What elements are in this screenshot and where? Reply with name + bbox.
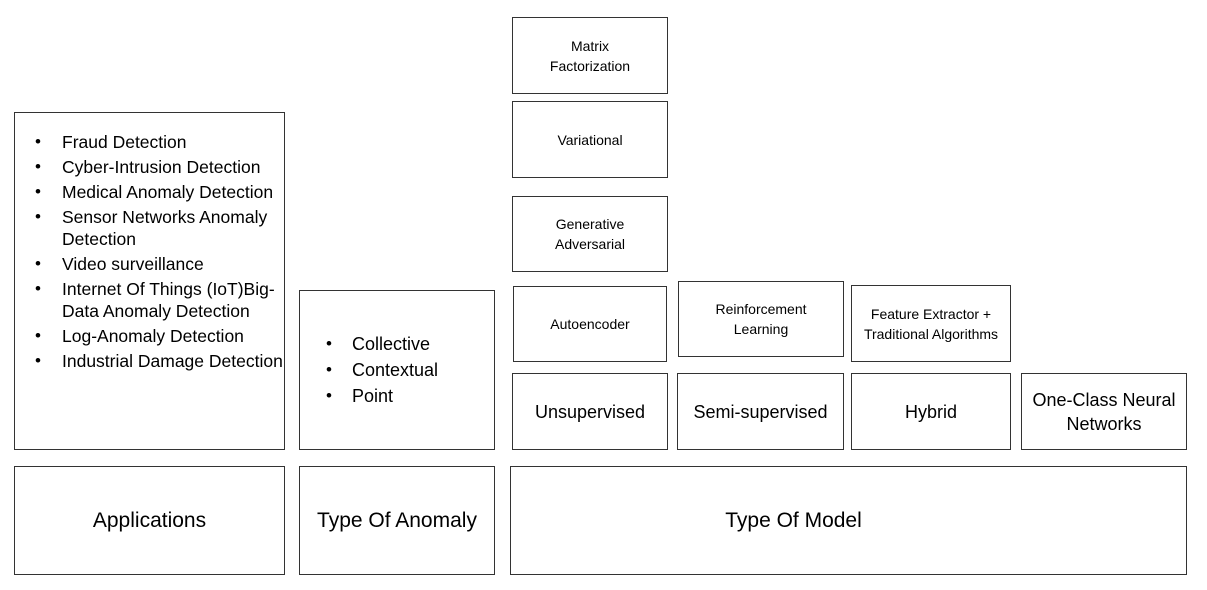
unsupervised-label: Unsupervised: [534, 401, 646, 422]
anomaly-category-box: Type Of Anomaly: [299, 466, 495, 575]
application-item: Medical Anomaly Detection: [27, 181, 289, 203]
semi-supervised-label: Semi-supervised: [693, 401, 828, 422]
application-item: Sensor Networks Anomaly Detection: [27, 206, 289, 250]
feature-extractor-label: Feature Extractor + Traditional Algorith…: [863, 305, 999, 342]
unsupervised-box: Unsupervised: [512, 373, 668, 450]
variational-box: Variational: [512, 101, 668, 178]
generative-adversarial-label: Generative Adversarial: [554, 216, 626, 252]
application-item: Industrial Damage Detection: [27, 350, 289, 372]
application-item: Internet Of Things (IoT)Big- Data Anomal…: [27, 278, 289, 322]
autoencoder-label: Autoencoder: [550, 316, 630, 332]
applications-category-box: Applications: [14, 466, 285, 575]
hybrid-label: Hybrid: [904, 401, 957, 422]
anomaly-item: Contextual: [322, 357, 472, 383]
model-category-box: Type Of Model: [510, 466, 1187, 575]
application-item: Log-Anomaly Detection: [27, 325, 289, 347]
matrix-factorization-label: Matrix Factorization: [549, 37, 631, 74]
application-item: Fraud Detection: [27, 131, 289, 153]
variational-label: Variational: [557, 131, 623, 148]
anomaly-label: Type Of Anomaly: [317, 508, 477, 532]
anomaly-item: Collective: [322, 331, 472, 357]
one-class-box: One-Class Neural Networks: [1021, 373, 1187, 450]
model-label: Type Of Model: [725, 508, 862, 532]
applications-label: Applications: [92, 508, 207, 532]
feature-extractor-box: Feature Extractor + Traditional Algorith…: [851, 285, 1011, 362]
anomaly-list: Collective Contextual Point: [322, 331, 472, 409]
hybrid-box: Hybrid: [851, 373, 1011, 450]
applications-list-box: Fraud Detection Cyber-Intrusion Detectio…: [14, 112, 285, 450]
generative-adversarial-box: Generative Adversarial: [512, 196, 668, 272]
applications-list: Fraud Detection Cyber-Intrusion Detectio…: [27, 131, 289, 375]
reinforcement-learning-label: Reinforcement Learning: [715, 301, 807, 337]
anomaly-item: Point: [322, 383, 472, 409]
autoencoder-box: Autoencoder: [513, 286, 667, 362]
application-item: Cyber-Intrusion Detection: [27, 156, 289, 178]
one-class-label: One-Class Neural Networks: [1032, 389, 1176, 434]
application-item: Video surveillance: [27, 253, 289, 275]
reinforcement-learning-box: Reinforcement Learning: [678, 281, 844, 357]
semi-supervised-box: Semi-supervised: [677, 373, 844, 450]
anomaly-list-box: Collective Contextual Point: [299, 290, 495, 450]
matrix-factorization-box: Matrix Factorization: [512, 17, 668, 94]
